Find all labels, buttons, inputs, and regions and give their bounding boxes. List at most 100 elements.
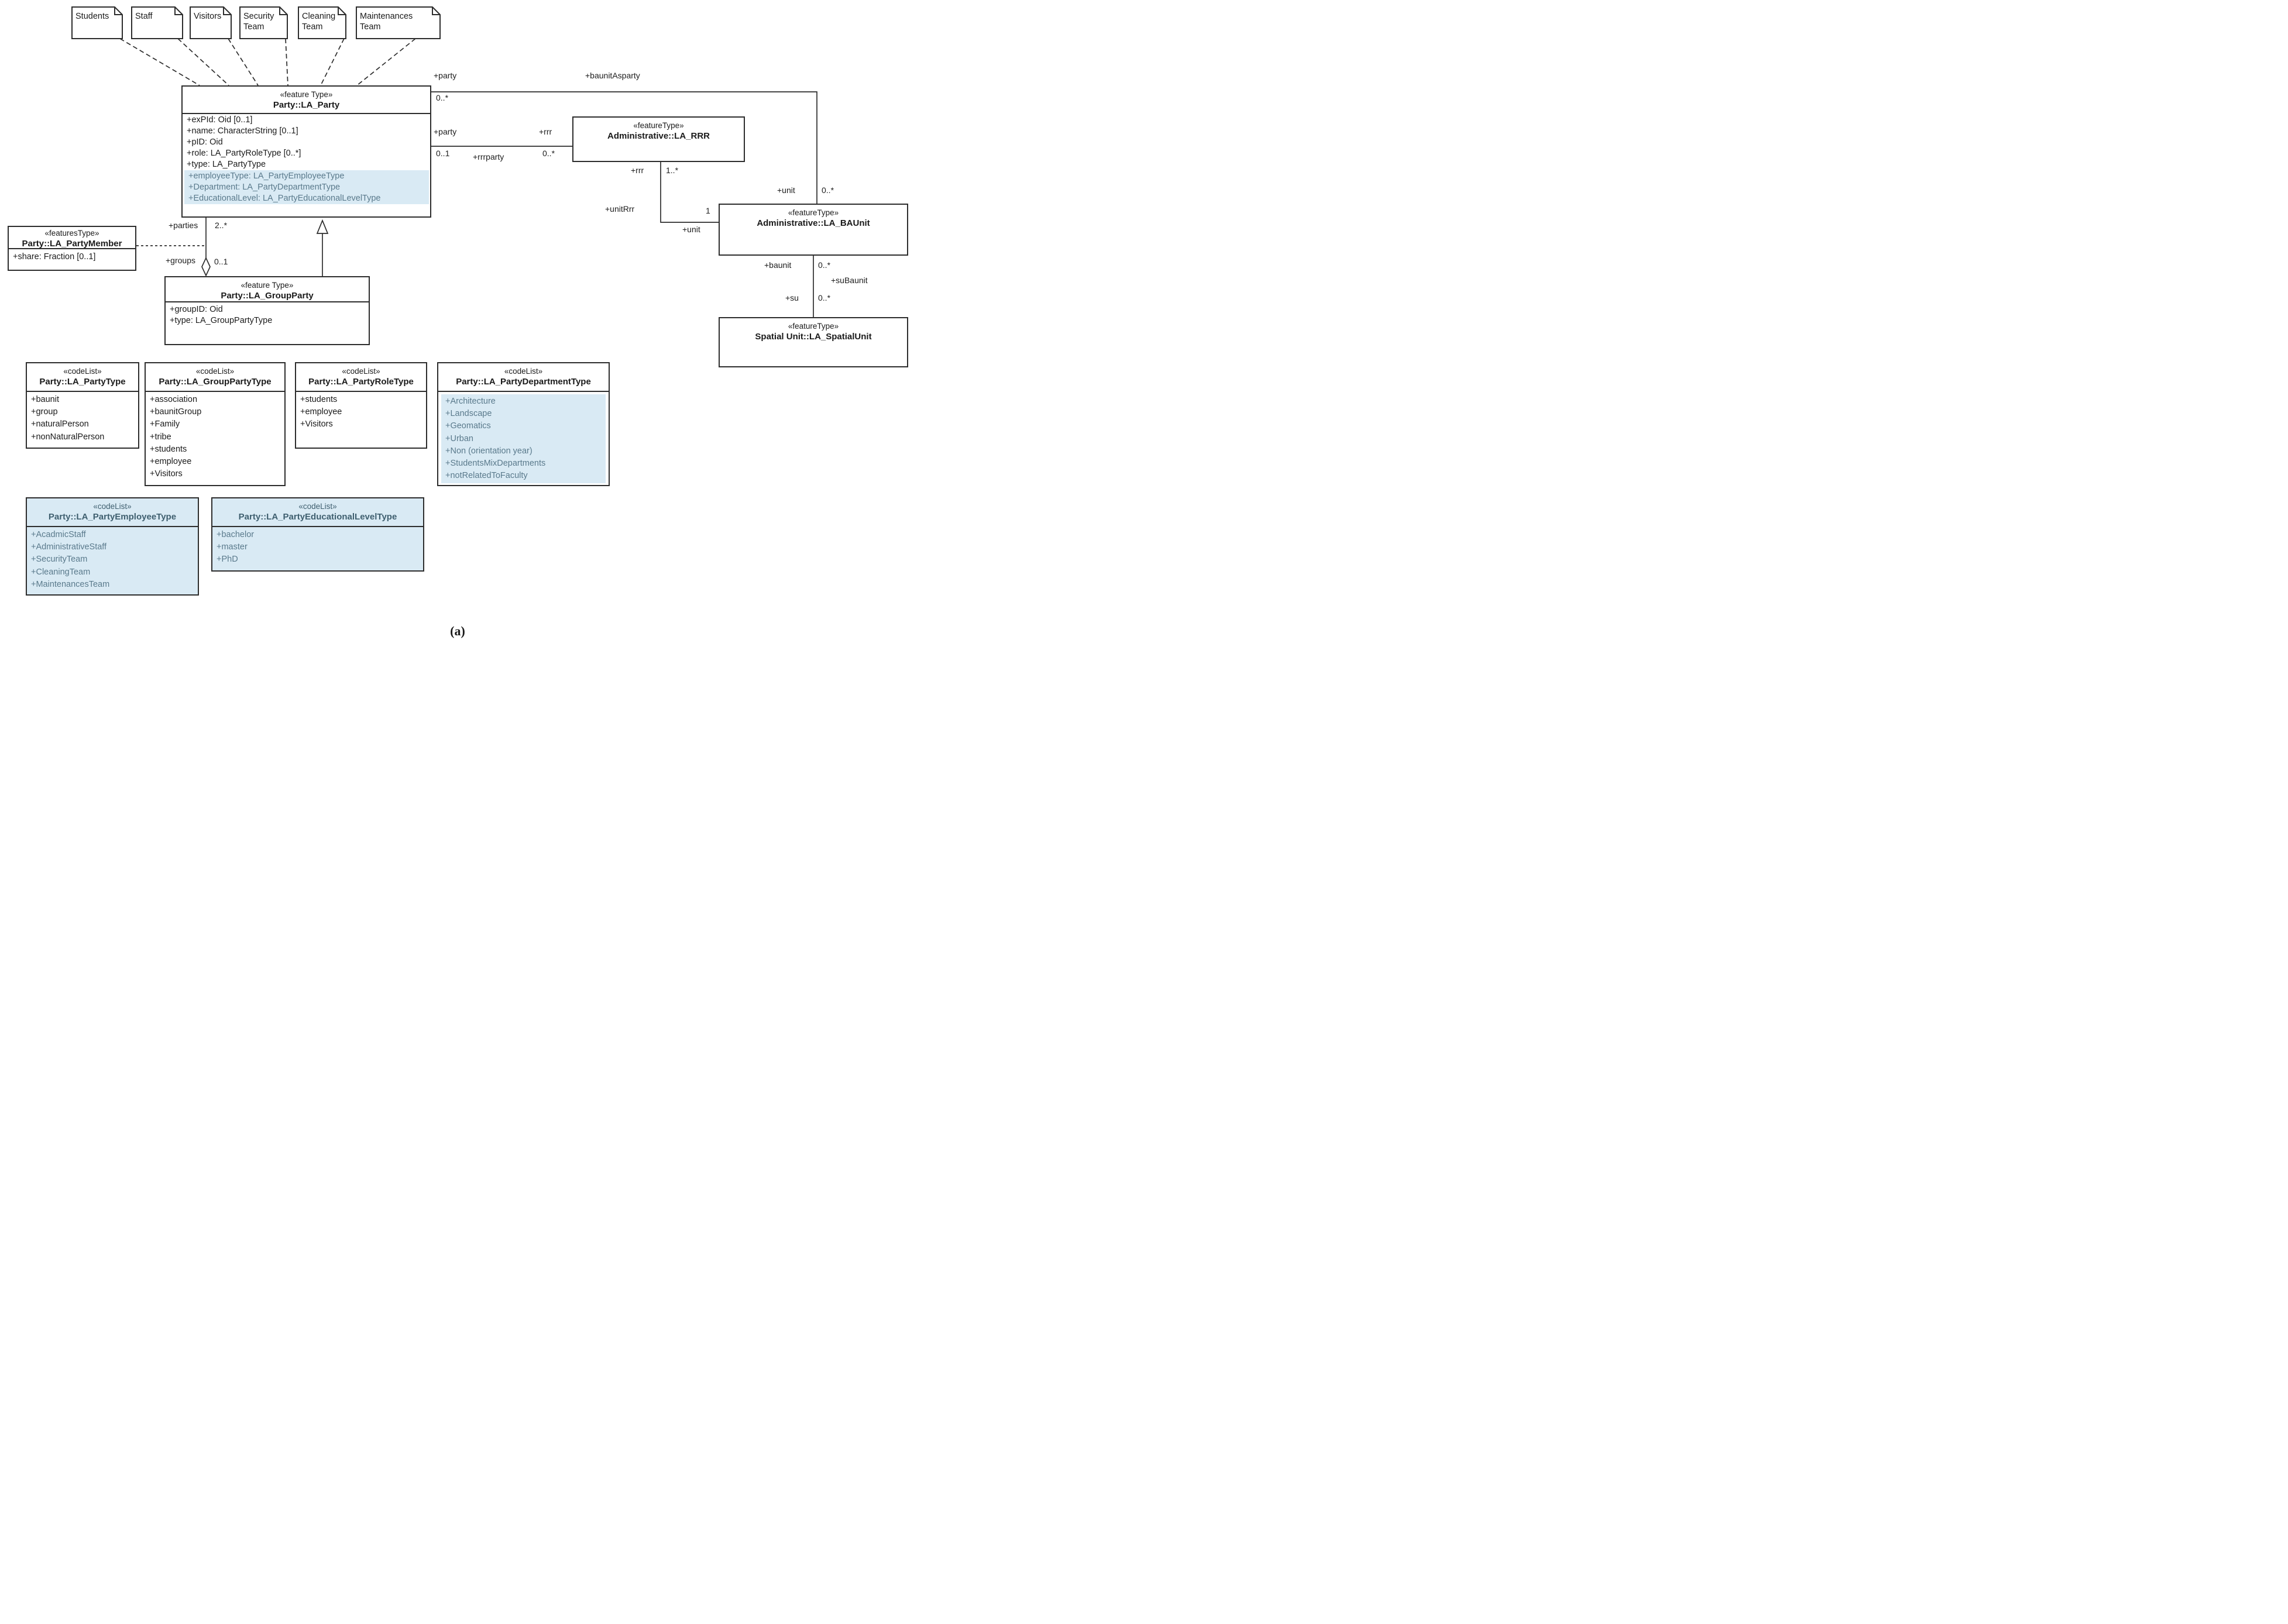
list-item: +bachelor (217, 530, 255, 539)
list-item: +role: LA_PartyRoleType [0..*] (187, 149, 301, 158)
note-link-students (119, 38, 200, 86)
multiplicity-groups: 0..1 (214, 257, 228, 266)
highlighted-attribute-list: +employeeType: LA_PartyEmployeeType+Depa… (184, 170, 429, 204)
stereotype-label: «codeList» (93, 502, 132, 511)
note-shape-security-team (239, 6, 288, 39)
note-shape-maintenances-team (356, 6, 441, 39)
list-item: +Non (orientation year) (445, 446, 533, 456)
codelist-la-partyroletype: «codeList» Party::LA_PartyRoleType +stud… (295, 362, 427, 449)
class-la-rrr: «featureType» Administrative::LA_RRR (572, 116, 745, 162)
note-link-staff (177, 38, 229, 86)
note-fold-icon (114, 7, 122, 15)
stereotype-label: «feature Type» (280, 90, 333, 99)
list-item: +StudentsMixDepartments (445, 459, 546, 469)
list-item: +Geomatics (445, 421, 491, 431)
role-label-unit-c: +unit (682, 225, 700, 234)
note-security-team: Security Team (243, 12, 274, 32)
note-staff: Staff (135, 12, 153, 21)
list-item: +association (150, 395, 198, 404)
stereotype-label: «codeList» (63, 367, 102, 376)
note-shape-cleaning-team (298, 6, 346, 39)
class-la-spatialunit: «featureType» Spatial Unit::LA_SpatialUn… (719, 317, 908, 367)
list-item: +nonNaturalPerson (31, 432, 105, 442)
note-visitors: Visitors (194, 12, 222, 21)
note-maintenances-team: Maintenances Team (360, 12, 413, 32)
list-item: +students (300, 395, 338, 404)
diagram-connectors (71, 6, 817, 317)
note-fold-icon (174, 7, 183, 15)
list-item: +pID: Oid (187, 137, 223, 147)
list-item: +baunit (31, 395, 59, 404)
codelist-la-grouppartytype: «codeList» Party::LA_GroupPartyType +ass… (145, 362, 286, 486)
list-item: +employeeType: LA_PartyEmployeeType (188, 171, 345, 181)
list-item: +CleaningTeam (31, 567, 91, 577)
note-fold-icon (279, 7, 287, 15)
class-la-groupparty: «feature Type» Party::LA_GroupParty +gro… (164, 276, 370, 345)
note-link-cleaning-team (320, 38, 345, 86)
list-item: +type: LA_PartyType (187, 160, 266, 169)
class-name-label: Party::LA_GroupPartyType (159, 377, 272, 387)
codelist-items: +AcadmicStaff+AdministrativeStaff+Securi… (27, 527, 198, 591)
stereotype-label: «codeList» (504, 367, 543, 376)
note-fold-icon (338, 7, 346, 15)
figure-caption: (a) (450, 624, 465, 638)
class-la-partymember: «featuresType» Party::LA_PartyMember +sh… (8, 226, 136, 271)
note-link-security-team (285, 38, 288, 86)
stereotype-label: «featureType» (788, 208, 839, 217)
list-item: +master (217, 542, 248, 552)
stereotype-label: «codeList» (298, 502, 337, 511)
stereotype-label: «featuresType» (44, 229, 99, 238)
list-item: +Visitors (150, 469, 183, 479)
codelist-la-partydepartmenttype: «codeList» Party::LA_PartyDepartmentType… (437, 362, 610, 486)
list-item: +Family (150, 419, 180, 429)
class-name-label: Party::LA_PartyEmployeeType (48, 512, 177, 522)
aggregation-diamond-icon (201, 256, 211, 277)
list-item: +AdministrativeStaff (31, 542, 107, 552)
role-label-party-a: +party (434, 71, 457, 80)
stereotype-label: «codeList» (195, 367, 235, 376)
role-label-subaunit: +suBaunit (831, 276, 868, 285)
list-item: +MaintenancesTeam (31, 579, 110, 589)
role-label-rrrparty: +rrrparty (473, 152, 504, 161)
multiplicity-rrr-b: 0..* (542, 149, 555, 158)
list-item: +share: Fraction [0..1] (13, 252, 96, 262)
list-item: +employee (150, 457, 192, 467)
multiplicity-party-b: 0..1 (436, 149, 450, 158)
role-label-baunitasparty: +baunitAsparty (585, 71, 640, 80)
list-item: +SecurityTeam (31, 555, 88, 565)
multiplicity-su-d: 0..* (818, 293, 831, 302)
role-label-parties: +parties (169, 221, 198, 230)
codelist-la-partyemployeetype: «codeList» Party::LA_PartyEmployeeType +… (26, 497, 199, 596)
list-item: +notRelatedToFaculty (445, 471, 528, 481)
codelist-items: +bachelor +master +PhD (212, 527, 423, 566)
class-la-party: «feature Type» Party::LA_Party +exPId: O… (181, 85, 431, 218)
role-label-unitrrr: +unitRrr (605, 204, 635, 214)
list-item: +group (31, 407, 58, 417)
stereotype-label: «codeList» (342, 367, 380, 376)
list-item: +exPId: Oid [0..1] (187, 115, 253, 125)
stereotype-label: «featureType» (633, 121, 684, 130)
list-item: +PhD (217, 555, 238, 565)
codelist-items: +association+baunitGroup+Family+tribe+st… (146, 392, 284, 480)
codelist-items: +students+employee+Visitors (296, 392, 426, 431)
assoc-rrr-baunit (660, 162, 719, 223)
attribute-list: +share: Fraction [0..1] (9, 249, 135, 263)
class-la-baunit: «featureType» Administrative::LA_BAUnit (719, 204, 908, 256)
multiplicity-party-a: 0..* (436, 93, 449, 102)
note-shape-students (71, 6, 123, 39)
list-item: +Architecture (445, 397, 496, 406)
role-label-baunit-d: +baunit (764, 260, 792, 270)
list-item: +Urban (445, 433, 473, 443)
list-item: +tribe (150, 432, 171, 442)
assoc-party-baunit (431, 91, 817, 204)
class-name-label: Party::LA_PartyEducationalLevelType (238, 512, 397, 522)
list-item: +baunitGroup (150, 407, 202, 417)
note-shape-staff (131, 6, 183, 39)
role-label-unit-a: +unit (777, 185, 795, 195)
multiplicity-unit-a: 0..* (822, 185, 834, 195)
codelist-items: +Architecture+Landscape+Geomatics+Urban+… (441, 394, 606, 484)
role-label-rrr-b: +rrr (539, 127, 552, 136)
codelist-items: +baunit+group+naturalPerson+nonNaturalPe… (27, 392, 138, 443)
list-item: +employee (300, 407, 342, 417)
class-name-label: Party::LA_PartyRoleType (308, 377, 414, 387)
